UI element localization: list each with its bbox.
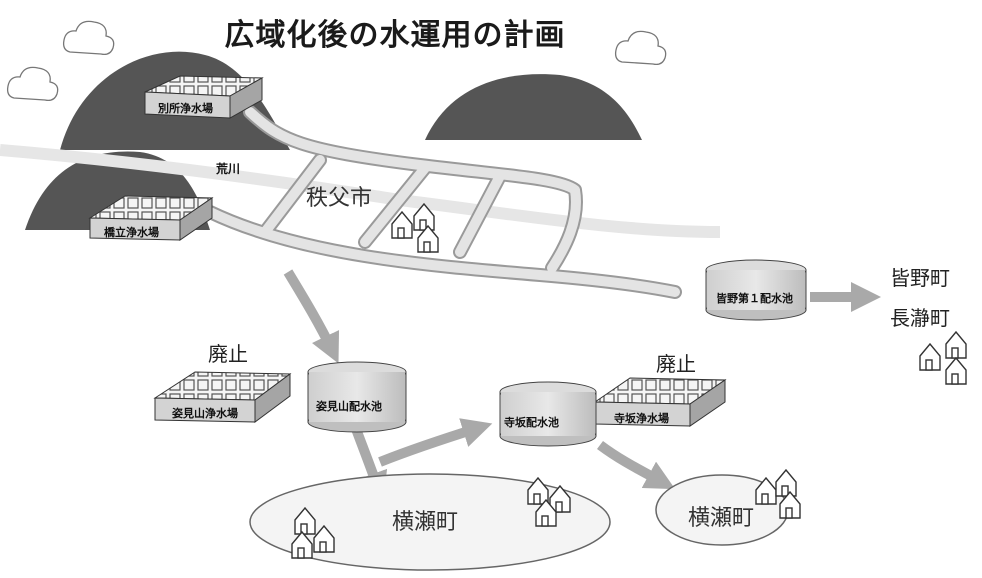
terasaka-reservoir-tank [499,381,597,447]
yokoze-area-large [249,473,611,571]
cloud-icon [614,30,667,66]
mountain [425,74,642,140]
hashidate-plant-building [88,195,214,241]
abolished-label-left: 廃止 [208,342,248,366]
yamimi-plant-building [153,371,292,423]
house-cluster-icon [919,330,967,385]
minano-reservoir-label: 皆野第１配水池 [716,292,793,305]
house-cluster-icon [755,468,801,519]
nagatoro-town-label: 長瀞町 [890,306,950,330]
yokoze-town-label-large: 横瀬町 [392,510,459,535]
yamimi-plant-label: 姿見山浄水場 [172,407,238,420]
road-network [203,105,682,299]
minano-reservoir-tank [705,259,807,321]
terasaka-plant-building [593,377,727,427]
house-cluster-icon [391,202,439,253]
terasaka-reservoir-label: 寺坂配水池 [504,416,559,429]
river [0,144,721,238]
cloud-icon [62,20,115,56]
bessho-plant-label: 別所浄水場 [158,102,213,115]
house-cluster-icon [291,506,335,559]
bessho-plant-building [144,75,264,119]
yokoze-town-label-small: 横瀬町 [688,506,755,531]
house-cluster-icon [527,476,571,527]
minano-town-label: 皆野町 [890,266,950,290]
page-title: 広域化後の水運用の計画 [224,18,566,53]
terasaka-plant-label: 寺坂浄水場 [614,412,669,425]
yamimi-reservoir-tank [307,361,407,433]
chichibu-label: 秩父市 [306,186,373,211]
arakawa-label: 荒川 [216,162,241,176]
yamimi-reservoir-label: 姿見山配水池 [316,400,382,413]
cloud-icon [6,66,59,102]
hashidate-plant-label: 橋立浄水場 [104,226,159,239]
abolished-label-right: 廃止 [656,352,696,376]
